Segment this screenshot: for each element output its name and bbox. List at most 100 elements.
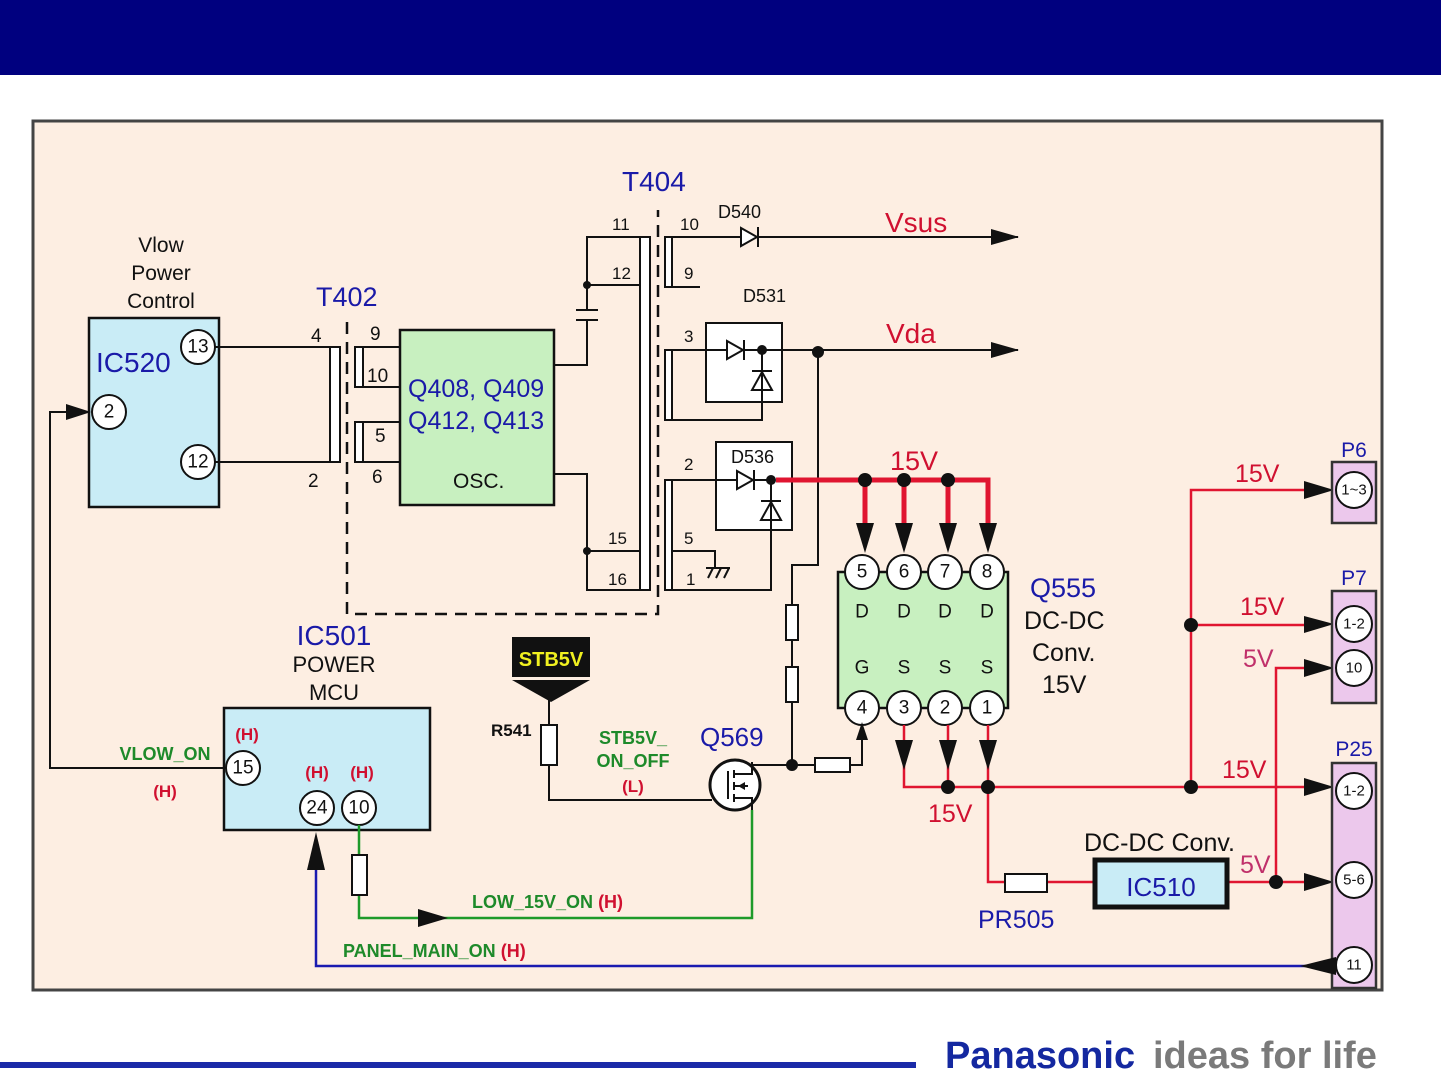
resistor-pr505-icon [1004,873,1048,893]
ic501-caption: MCU [309,680,359,705]
diode-d540-icon [740,226,760,248]
t402-pin-label: 10 [367,366,388,387]
panel-main-on-label: PANEL_MAIN_ON (H) [343,941,526,961]
pin-state: (H) [350,763,374,782]
q555-pin-number: 8 [982,562,993,583]
connector-pin: 1~3 [1341,482,1366,499]
t404-pin-label: 3 [684,327,693,346]
q555-label: Q555 [1030,573,1096,603]
p6-15v-label: 15V [1235,460,1280,488]
t402-label: T402 [316,282,378,312]
q555-pin [886,554,922,590]
15v-rail-label: 15V [890,446,938,476]
p25-label: P25 [1335,738,1372,761]
pin-state: (H) [235,725,259,744]
osc-label: OSC. [453,470,504,493]
d531-label: D531 [743,286,786,306]
stb5v-label: STB5V [519,649,584,671]
tagline: ideas for life [1153,1035,1377,1070]
p7-label: P7 [1341,567,1367,590]
15v-output-label: 15V [928,800,973,828]
q555-pin-function: S [981,658,994,679]
t404-pin-label: 15 [608,529,627,548]
q555-pin-number: 5 [857,562,868,583]
q555-pin [969,554,1005,590]
resistor-icon [814,757,851,773]
q569-label: Q569 [700,722,764,752]
isolation-boundary [345,210,660,616]
connector-pin: 5-6 [1343,872,1365,889]
osc-transistors: Q408, Q409 [408,375,544,403]
q555-pin-function: G [855,658,870,679]
t402-pin-label: 5 [375,426,386,447]
resistor-r541-icon [540,724,558,766]
p7-15v-label: 15V [1240,593,1285,621]
t404-pin-label: 2 [684,455,693,474]
ic520-caption: Power [131,262,191,285]
q555-desc: 15V [1042,671,1087,699]
resistor-icon [785,666,799,703]
ic520-label: IC520 [96,347,171,378]
t404-label: T404 [622,166,686,197]
diode-icon [726,339,746,361]
low-15v-on-label: LOW_15V_ON (H) [472,892,623,912]
q555-pin-function: D [897,602,911,623]
t404-pin-label: 1 [686,570,695,589]
ic520-caption: Control [127,290,195,313]
t404-pin-label: 16 [608,570,627,589]
q555-pin-number: 6 [899,562,910,583]
p25-15v-label: 15V [1222,756,1267,784]
p7-5v-label: 5V [1243,645,1274,673]
t402-pin-label: 9 [370,324,381,345]
q555-pin [927,690,963,726]
capacitor-icon [576,309,598,321]
q555-pin-number: 7 [940,562,951,583]
header-bar [0,0,1441,75]
r541-label: R541 [491,721,532,740]
connector-pin: 10 [1346,660,1363,677]
ic520: IC520 13 2 12 [87,316,221,509]
ic520-pin: 12 [187,452,208,473]
t404-pin-label: 9 [684,264,693,283]
q555-pin-function: S [939,658,952,679]
t404-pin-label: 10 [680,215,699,234]
panasonic-logo: Panasonic [945,1035,1135,1070]
t404-pin-label: 12 [612,264,631,283]
q555-pin-function: S [898,658,911,679]
connector-pin: 11 [1346,957,1362,974]
vlow-on-label: VLOW_ON [119,744,210,764]
connector-pin: 1-2 [1343,783,1365,800]
t402-pin-label: 2 [308,471,319,492]
ic520-caption: Vlow [138,234,184,257]
q555-desc: Conv. [1032,639,1095,667]
q555 [836,570,1010,710]
vda-label: Vda [886,318,936,349]
resistor-icon [785,604,799,641]
d531-package [705,322,783,403]
stb5v-on-off-label: STB5V_ [599,728,668,748]
ic501-caption: POWER [292,652,375,677]
d536-label: D536 [731,447,774,467]
ic501-pin: 10 [348,798,369,819]
ic501-pin: 24 [306,798,328,819]
stb5v-on-off-state: (L) [622,777,644,796]
ic520-pin: 13 [187,337,208,358]
d540-label: D540 [718,202,761,222]
ic510 [1092,857,1230,910]
pr505-label: PR505 [978,906,1054,934]
osc-block: Q408, Q409 Q412, Q413 OSC. [398,328,556,507]
resistor-icon [351,854,368,896]
osc-transistors: Q412, Q413 [408,407,544,435]
t402-pin-label: 6 [372,467,383,488]
ground-icon [672,550,730,579]
q555-pin-number: 2 [940,698,951,719]
q555-pin-function: D [980,602,994,623]
ic520-pin: 2 [104,402,115,423]
vsus-label: Vsus [885,207,947,238]
connector-pin: 1-2 [1343,616,1365,633]
q555-pin-number: 1 [982,698,993,719]
ic510-label: IC510 [1126,872,1195,902]
footer-line [0,1062,916,1068]
stb5v-on-off-label: ON_OFF [596,751,669,771]
